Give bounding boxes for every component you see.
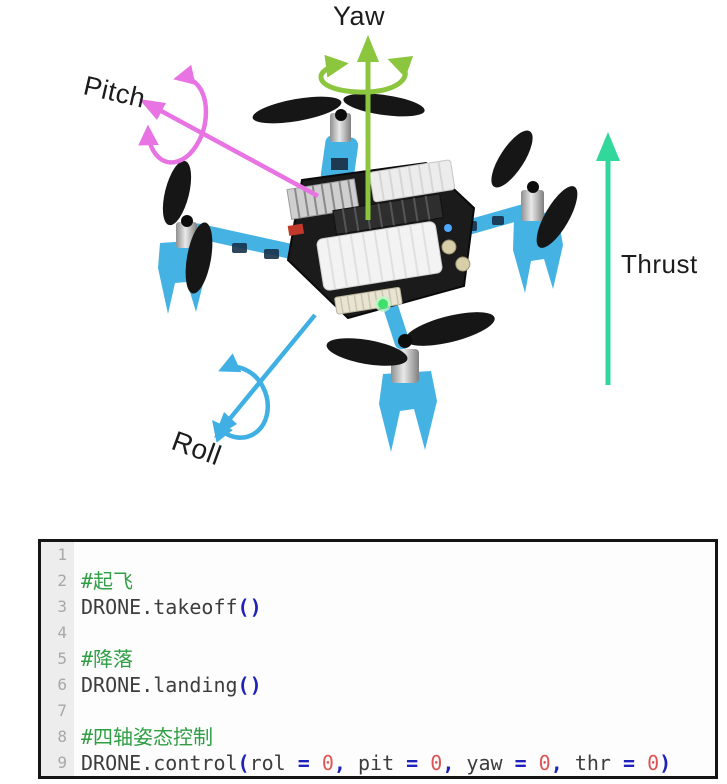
- code-text: #起飞: [74, 568, 133, 594]
- code-token-plain: DRONE.landing: [81, 673, 238, 697]
- propeller: [252, 93, 425, 124]
- drone-body: [286, 159, 476, 320]
- propeller: [491, 130, 578, 248]
- code-token-number: 0: [321, 751, 334, 775]
- line-number: 7: [41, 698, 74, 724]
- drone-illustration: [158, 93, 578, 452]
- code-token-punct: =: [406, 751, 431, 775]
- code-token-comment: #四轴姿态控制: [81, 725, 214, 749]
- code-text: #降落: [74, 646, 133, 672]
- code-line: 1: [41, 542, 715, 568]
- code-token-plain: thr: [574, 751, 623, 775]
- code-token-number: 0: [430, 751, 443, 775]
- thrust-arrow: [596, 132, 620, 385]
- line-number: 9: [41, 750, 74, 776]
- line-number: 1: [41, 542, 74, 568]
- code-token-punct: =: [622, 751, 648, 775]
- motor: [521, 190, 544, 221]
- propeller: [326, 312, 495, 366]
- code-line: 2 #起飞: [41, 568, 715, 594]
- code-line: 8 #四轴姿态控制: [41, 724, 715, 750]
- drone-diagram-svg: [138, 35, 620, 452]
- wire-detail: [287, 223, 305, 236]
- line-number: 8: [41, 724, 74, 750]
- code-token-punct: =: [514, 751, 539, 775]
- code-token-plain: pit: [358, 751, 407, 775]
- prop-hub: [398, 334, 412, 348]
- code-text: [74, 698, 81, 724]
- code-token-comment: #起飞: [81, 569, 134, 593]
- rotor-bottom: [326, 312, 495, 452]
- prop-hub: [181, 215, 193, 227]
- code-token-punct: =: [297, 751, 322, 775]
- line-number: 5: [41, 646, 74, 672]
- line-number: 2: [41, 568, 74, 594]
- rotor-left: [158, 160, 213, 314]
- motor: [330, 113, 351, 142]
- code-text: [74, 542, 81, 568]
- code-token-plain: rol: [249, 751, 298, 775]
- green-led: [378, 299, 388, 309]
- landing-leg: [379, 371, 437, 452]
- rotor-right: [491, 130, 578, 293]
- code-text: DRONE.control(rol = 0, pit = 0, yaw = 0,…: [74, 750, 671, 776]
- code-token-punct: ): [659, 751, 672, 775]
- code-token-punct: ,: [550, 751, 575, 775]
- code-line: 4: [41, 620, 715, 646]
- battery-pack-top: [369, 159, 456, 203]
- line-number: 3: [41, 594, 74, 620]
- yaw-label: Yaw: [333, 1, 386, 31]
- code-line: 5 #降落: [41, 646, 715, 672]
- code-text: [74, 620, 81, 646]
- code-token-number: 0: [538, 751, 551, 775]
- button: [455, 256, 471, 272]
- thrust-label: Thrust: [621, 249, 698, 279]
- code-token-punct: (): [237, 673, 262, 697]
- propeller: [162, 160, 213, 294]
- code-token-plain: DRONE.takeoff: [81, 595, 238, 619]
- code-text: #四轴姿态控制: [74, 724, 213, 750]
- code-token-punct: (: [237, 751, 250, 775]
- code-token-plain: DRONE.control: [81, 751, 238, 775]
- blue-led: [444, 224, 452, 232]
- prop-hub: [335, 109, 347, 121]
- roll-rotation-arrow: [212, 353, 270, 443]
- line-number: 6: [41, 672, 74, 698]
- rotor-top: [252, 93, 425, 186]
- pitch-rotation-arrow: [138, 64, 209, 165]
- yaw-rotation-arrow: [318, 54, 414, 95]
- code-token-comment: #降落: [81, 647, 134, 671]
- code-token-plain: yaw: [466, 751, 515, 775]
- code-token-number: 0: [647, 751, 660, 775]
- code-text: DRONE.landing(): [74, 672, 262, 698]
- code-line: 7: [41, 698, 715, 724]
- drone-attitude-diagram: Yaw Pitch Roll Thrust: [81, 1, 698, 471]
- line-number: 4: [41, 620, 74, 646]
- code-token-punct: ,: [333, 751, 358, 775]
- code-token-punct: ,: [442, 751, 467, 775]
- prop-hub: [527, 181, 539, 193]
- mount-pad: [331, 158, 348, 170]
- code-token-punct: (): [237, 595, 262, 619]
- button: [441, 239, 457, 255]
- battery-pack: [316, 221, 443, 291]
- code-text: DRONE.takeoff(): [74, 594, 262, 620]
